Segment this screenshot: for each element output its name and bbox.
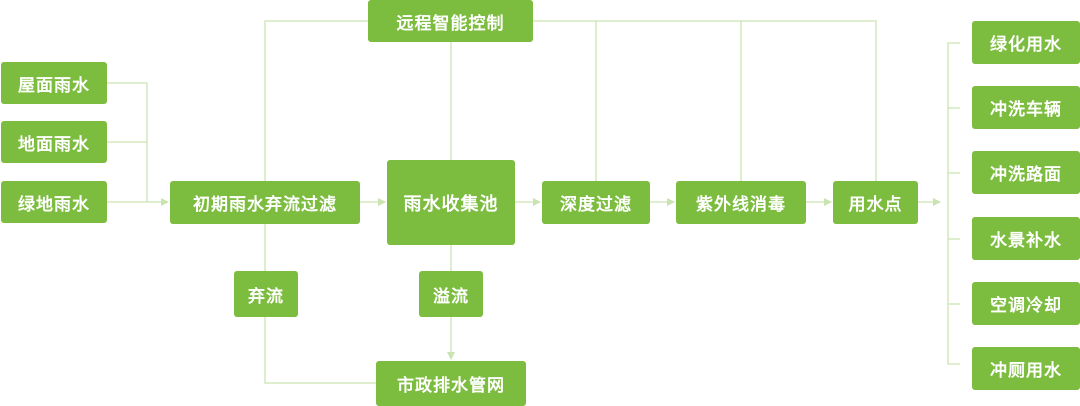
use-greening-water: 绿化用水 (972, 21, 1080, 64)
remote-control-node: 远程智能控制 (368, 0, 533, 42)
source-ground-rainwater: 地面雨水 (1, 121, 107, 163)
use-vehicle-washing: 冲洗车辆 (972, 86, 1080, 129)
use-toilet-flushing: 冲厕用水 (972, 347, 1080, 390)
deep-filtration-node: 深度过滤 (542, 181, 650, 224)
discard-flow-node: 弃流 (234, 271, 298, 317)
overflow-node: 溢流 (419, 271, 483, 317)
use-water-feature-refill: 水景补水 (972, 217, 1080, 260)
collection-tank-node: 雨水收集池 (387, 160, 515, 245)
use-ac-cooling: 空调冷却 (972, 282, 1080, 325)
use-point-node: 用水点 (833, 181, 918, 224)
uv-disinfection-node: 紫外线消毒 (676, 181, 806, 224)
first-flush-filter-node: 初期雨水弃流过滤 (170, 181, 360, 224)
source-greenland-rainwater: 绿地雨水 (1, 181, 107, 223)
use-road-washing: 冲洗路面 (972, 151, 1080, 194)
municipal-drainage-node: 市政排水管网 (376, 361, 526, 406)
source-roof-rainwater: 屋面雨水 (1, 62, 107, 104)
